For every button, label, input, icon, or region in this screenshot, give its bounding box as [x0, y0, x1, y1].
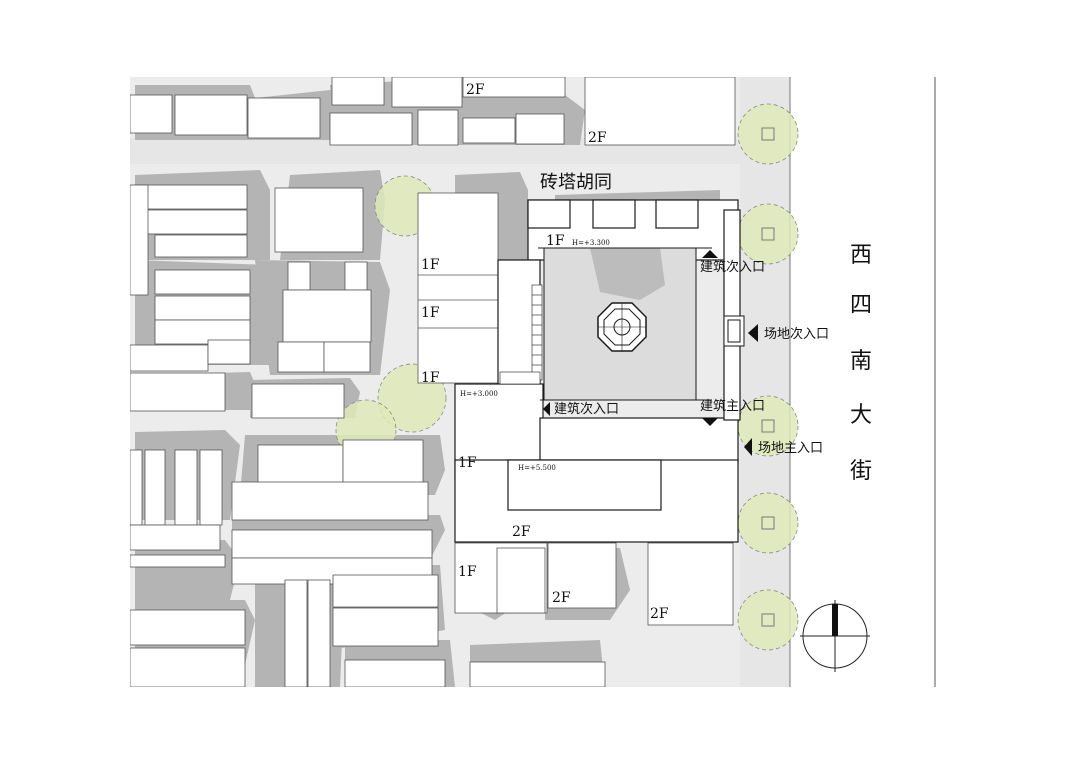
- entrance-label: 场地主入口: [758, 441, 823, 456]
- xisi-south-avenue: [790, 77, 950, 687]
- street-east-char-3: 南: [850, 349, 872, 374]
- street-east-char-4: 大: [850, 403, 872, 428]
- stairs: [499, 284, 543, 385]
- elevation-label: H=+3.000: [460, 390, 498, 398]
- tree-icon: [737, 589, 799, 651]
- street-east-char-1: 西: [850, 243, 872, 268]
- elevation-label: H=+3.300: [572, 239, 610, 247]
- tree-icon: [737, 203, 799, 265]
- south-wing: [539, 417, 739, 464]
- street-north-label: 砖塔胡同: [540, 172, 612, 193]
- entrance-arrows: [543, 250, 758, 456]
- pavilion-icon: [597, 302, 647, 352]
- entrance-arrow-icon: [702, 250, 718, 258]
- courtyard-shadow: [590, 248, 665, 300]
- floor-label: 1F: [421, 370, 440, 386]
- floor-label: 2F: [552, 590, 571, 606]
- floor-label: 1F: [458, 564, 477, 580]
- entrance-label: 建筑主入口: [700, 398, 765, 414]
- street-east-char-5: 街: [850, 459, 872, 484]
- floor-label: 1F: [421, 257, 440, 273]
- floor-label: 2F: [466, 82, 485, 98]
- elevation-label: H=+5.500: [518, 464, 556, 472]
- entrance-arrow-icon: [702, 418, 718, 426]
- floor-label: 2F: [650, 606, 669, 622]
- road-east-sidewalk: [740, 77, 790, 687]
- floor-label: 1F: [421, 305, 440, 321]
- east-corridor: [723, 209, 741, 421]
- north-arrow-icon: [800, 600, 870, 672]
- entrance-arrow-icon: [543, 402, 550, 416]
- tree-pits: [761, 127, 775, 627]
- east-gate: [723, 315, 745, 347]
- tree-icon: [737, 103, 799, 165]
- floor-label: 2F: [588, 130, 607, 146]
- street-east-char-2: 四: [850, 293, 872, 318]
- floor-label: 2F: [512, 524, 531, 540]
- surrounding-buildings: [130, 77, 736, 687]
- floor-label: 1F: [546, 233, 565, 249]
- floor-label: 1F: [458, 455, 477, 471]
- entrance-label: 建筑次入口: [700, 259, 765, 275]
- entrance-arrow-icon: [748, 324, 758, 342]
- entrance-label: 建筑次入口: [554, 401, 619, 417]
- tree-icon: [737, 492, 799, 554]
- entrance-label: 场地次入口: [764, 326, 829, 342]
- entrance-arrow-icon: [744, 438, 752, 456]
